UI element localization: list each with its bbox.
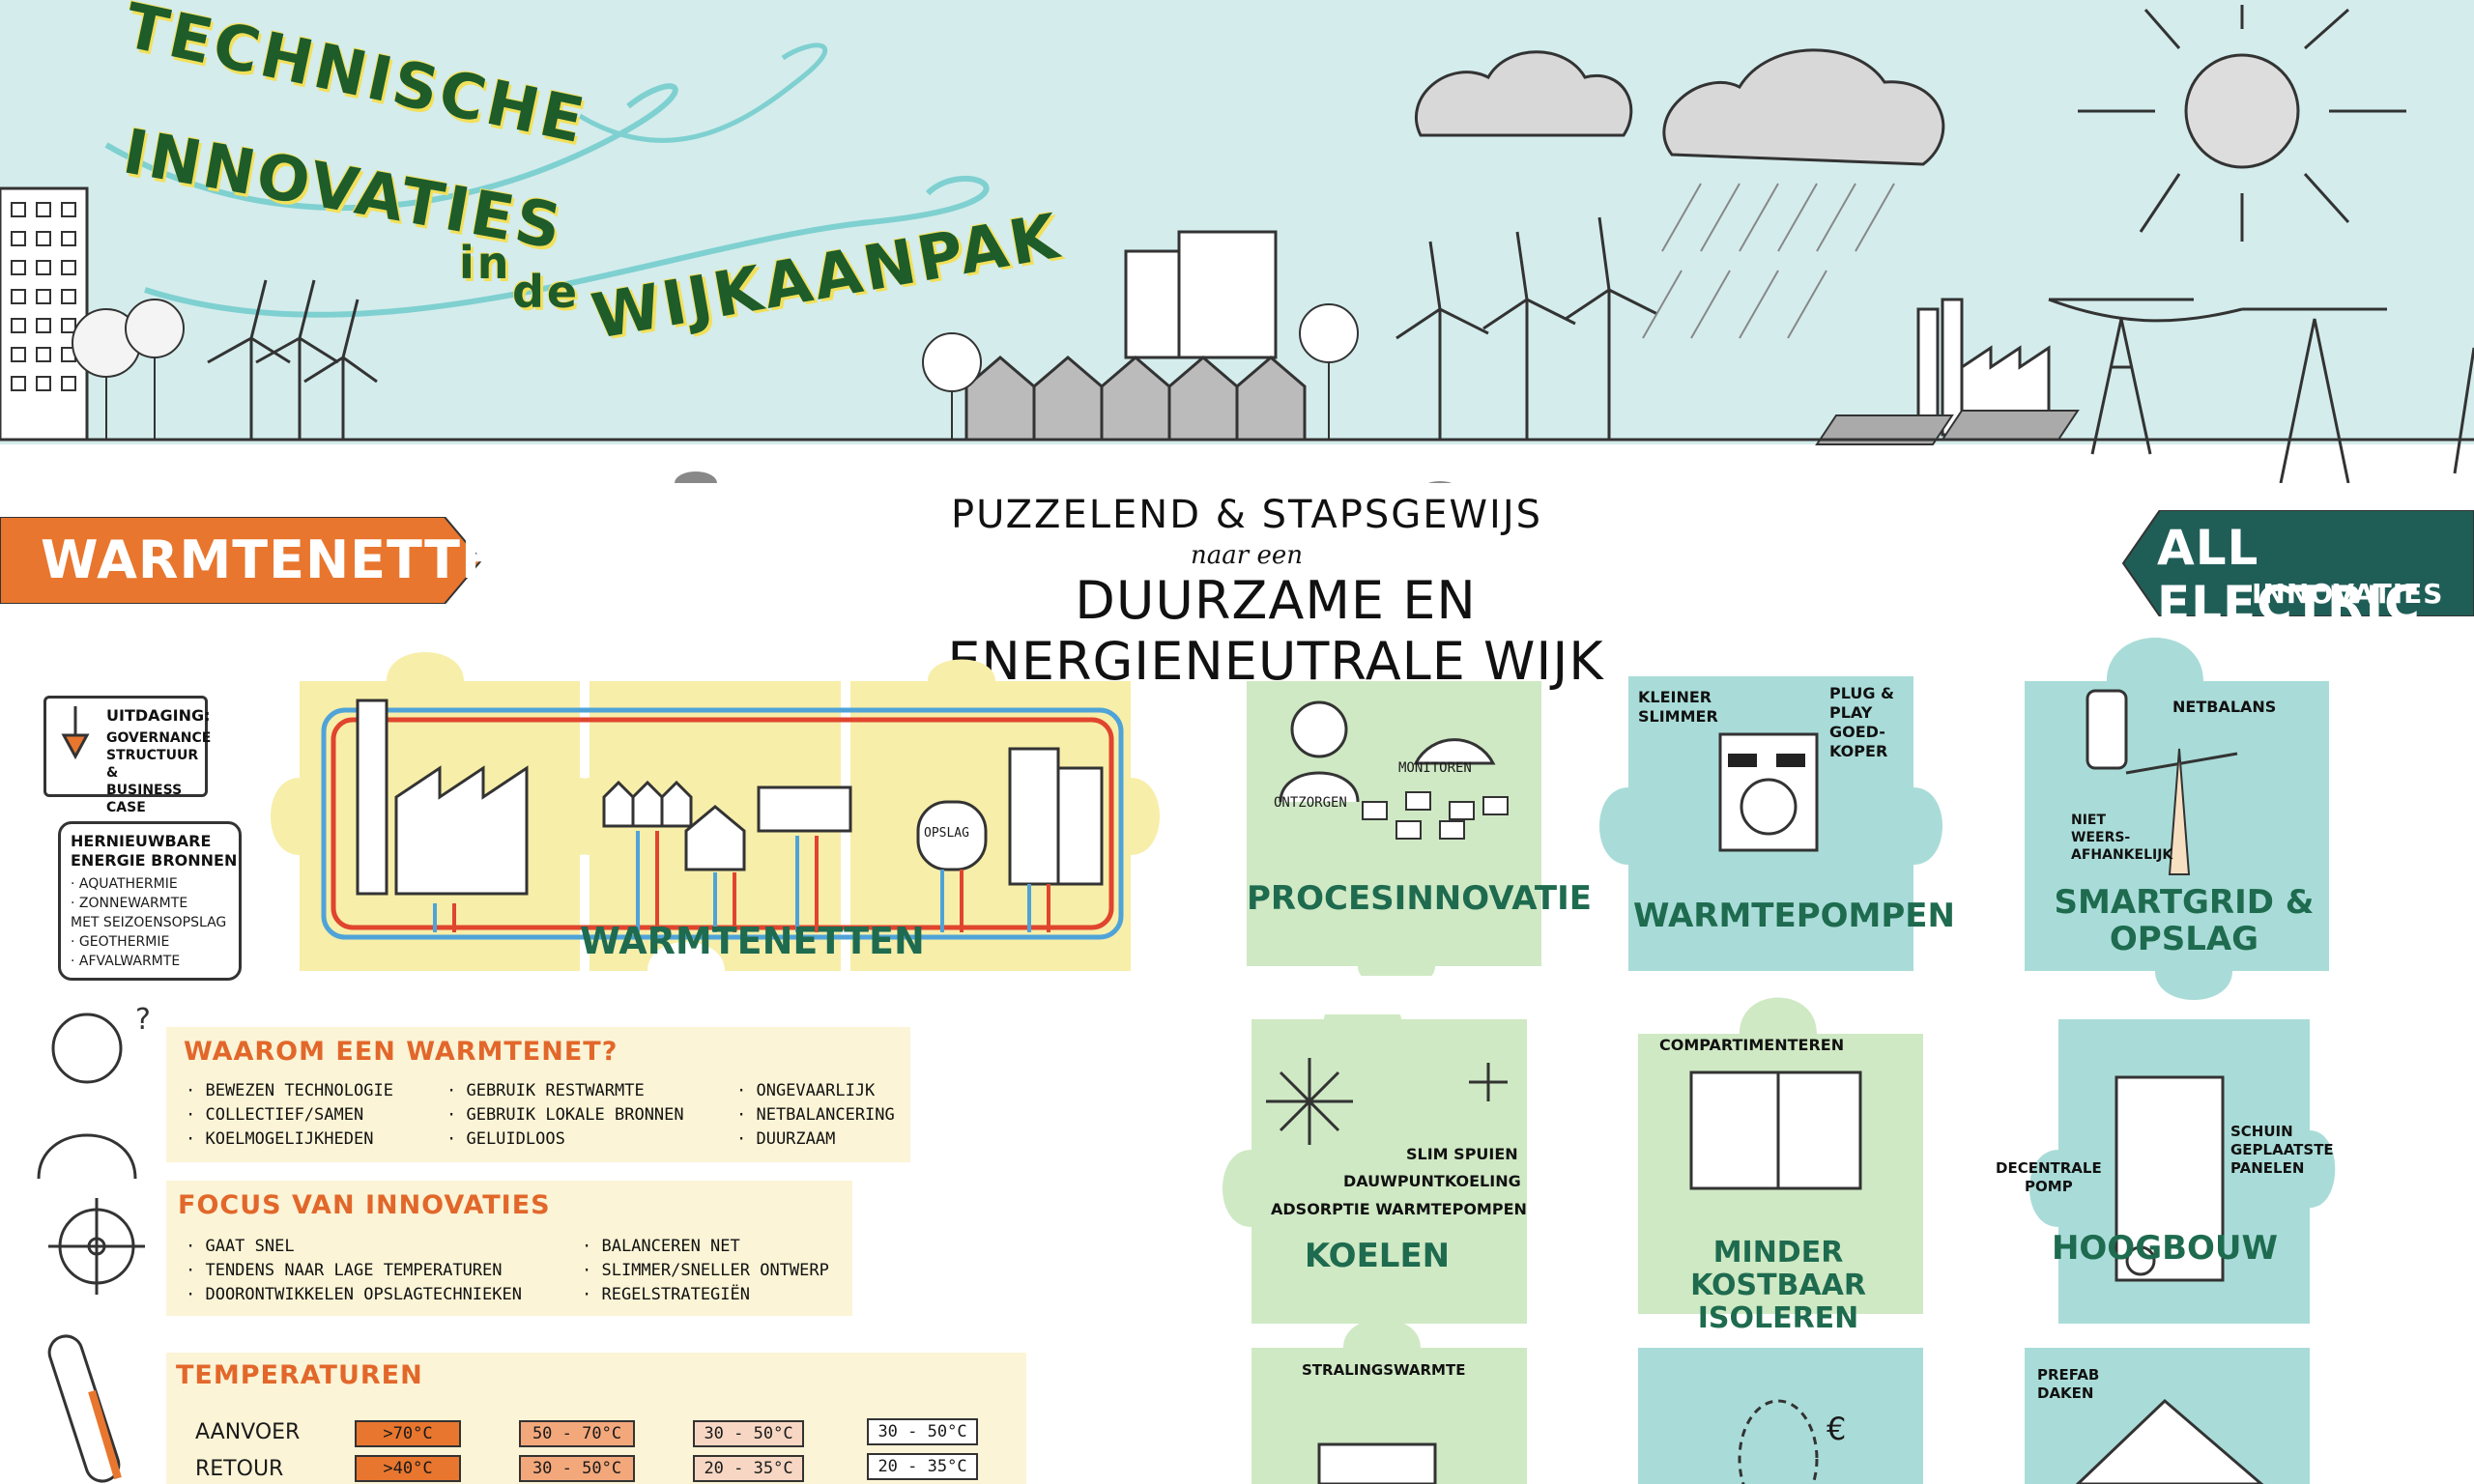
trees — [922, 303, 1359, 440]
temps-row1-label: AANVOER — [195, 1420, 301, 1444]
clouds — [1414, 48, 1945, 166]
temps-row2-label: RETOUR — [195, 1457, 284, 1481]
proces-caption: PROCESINNOVATIE — [1247, 879, 1592, 918]
straling-label: STRALINGSWARMTE — [1302, 1361, 1466, 1379]
puzzle-straling — [1251, 1319, 1527, 1484]
puzzle-isoleren — [1638, 997, 1923, 1314]
koelen-label1: SLIM SPUIEN — [1406, 1145, 1518, 1163]
banner-left-label: WARMTENETTEN — [41, 529, 543, 590]
temp-tag: >40°C — [355, 1455, 461, 1482]
solar-panels — [1815, 410, 2080, 445]
sg-caption: SMARTGRID &OPSLAG — [2054, 883, 2315, 958]
challenge-heading: UITDAGING: — [106, 706, 211, 725]
thermometer-icon — [47, 1334, 122, 1483]
puzzle-hoogbouw — [2029, 1019, 2336, 1324]
why-col3: · ONGEVAARLIJK· NETBALANCERING· DUURZAAM — [736, 1081, 895, 1149]
footprints — [675, 471, 1453, 483]
heatnet-puzzle — [271, 652, 1160, 971]
storage-label: OPSLAG — [924, 826, 969, 841]
temp-tag: 20 - 35°C — [867, 1453, 978, 1480]
sources-list: · AQUATHERMIE · ZONNEWARMTE MET SEIZOENS… — [71, 876, 227, 969]
banner-right-line2: INNOVATIES — [2252, 578, 2444, 610]
hoogbouw-caption: HOOGBOUW — [2051, 1229, 2279, 1268]
temp-tag: 20 - 35°C — [693, 1455, 804, 1482]
temp-tag: 30 - 50°C — [519, 1455, 635, 1482]
temp-tag: 30 - 50°C — [693, 1420, 804, 1447]
euro-symbol: € — [1827, 1411, 1847, 1447]
heatnet-caption: WARMTENETTEN — [580, 920, 925, 962]
sources-heading2: ENERGIE BRONNEN — [71, 851, 238, 870]
wind-swirl — [144, 176, 990, 318]
puzzle-euro — [1638, 1348, 1923, 1484]
koelen-caption: KOELEN — [1304, 1237, 1451, 1275]
power-pylons — [2048, 298, 2474, 483]
temp-tag: 50 - 70°C — [519, 1420, 635, 1447]
rain — [1642, 183, 1895, 339]
subtitle-line2: naar een — [1191, 541, 1303, 570]
koelen-label2: DAUWPUNTKOELING — [1343, 1172, 1521, 1190]
koelen-label3: ADSORPTIE WARMTEPOMPEN — [1271, 1200, 1527, 1218]
puzzle-prefab — [2025, 1348, 2310, 1484]
title-de: de — [512, 266, 581, 318]
wind-swirl — [104, 83, 678, 212]
proces-label-ontzorgen: ONTZORGEN — [1274, 795, 1347, 811]
sources-bubble: HERNIEUWBARE ENERGIE BRONNEN · AQUATHERM… — [58, 821, 242, 981]
temp-tag: >70°C — [355, 1420, 461, 1447]
wind-swirl — [578, 43, 828, 143]
banner-right-shape — [2121, 510, 2474, 616]
sources-heading1: HERNIEUWBARE — [71, 832, 212, 850]
why-title: WAAROM EEN WARMTENET? — [184, 1037, 618, 1067]
isoleren-label: COMPARTIMENTEREN — [1659, 1036, 1845, 1054]
temps-title: TEMPERATUREN — [176, 1360, 423, 1390]
banner-right-line1: ALL ELECTRIC — [2157, 520, 2421, 632]
temp-tag: 30 - 50°C — [867, 1418, 978, 1445]
sun — [2078, 5, 2406, 242]
focus-col2: · BALANCEREN NET· SLIMMER/SNELLER ONTWER… — [582, 1237, 829, 1304]
wp-caption: WARMTEPOMPEN — [1633, 897, 1955, 935]
puzzle-proces — [1247, 681, 1541, 976]
target-icon — [48, 1198, 145, 1295]
apartment-building — [0, 186, 89, 442]
focus-title: FOCUS VAN INNOVATIES — [178, 1190, 551, 1220]
why-col1: · BEWEZEN TECHNOLOGIE· COLLECTIEF/SAMEN·… — [186, 1081, 393, 1149]
proces-label-monitoren: MONITOREN — [1398, 760, 1472, 776]
trees — [72, 299, 185, 440]
landscape-illustration — [0, 5, 2474, 483]
puzzle-warmtepompen — [1599, 676, 1942, 971]
banner-left-shape — [0, 517, 483, 604]
sg-label-netbalans: NETBALANS — [2172, 698, 2277, 716]
wp-label-plug: PLUG &PLAY GOED-KOPER — [1829, 684, 1894, 760]
sky-background — [0, 0, 2474, 444]
thinking-person-icon: ? — [37, 1003, 151, 1179]
windmills-left — [207, 279, 378, 440]
shovel-icon — [61, 706, 90, 759]
why-box: WAAROM EEN WARMTENET? · BEWEZEN TECHNOLO… — [166, 1027, 910, 1162]
puzzle-koelen — [1223, 1014, 1527, 1324]
puzzle-smartgrid — [2025, 638, 2329, 1000]
temps-box: TEMPERATUREN AANVOER RETOUR >70°C 50 - 7… — [166, 1353, 1026, 1484]
focus-col1: · GAAT SNEL· TENDENS NAAR LAGE TEMPERATU… — [186, 1237, 522, 1304]
why-col2: · GEBRUIK RESTWARMTE· GEBRUIK LOKALE BRO… — [446, 1081, 684, 1149]
svg-text:?: ? — [135, 1003, 151, 1037]
windmills-center — [1395, 216, 1658, 440]
challenge-items: GOVERNANCE STRUCTUUR & BUSINESS CASE — [106, 730, 212, 815]
subtitle-line1: PUZZELEND & STAPSGEWIJS — [950, 493, 1543, 537]
title-in: in — [459, 237, 512, 289]
challenge-box: UITDAGING: GOVERNANCE STRUCTUUR & BUSINE… — [43, 696, 211, 815]
focus-box: FOCUS VAN INNOVATIES · GAAT SNEL· TENDEN… — [166, 1181, 852, 1316]
